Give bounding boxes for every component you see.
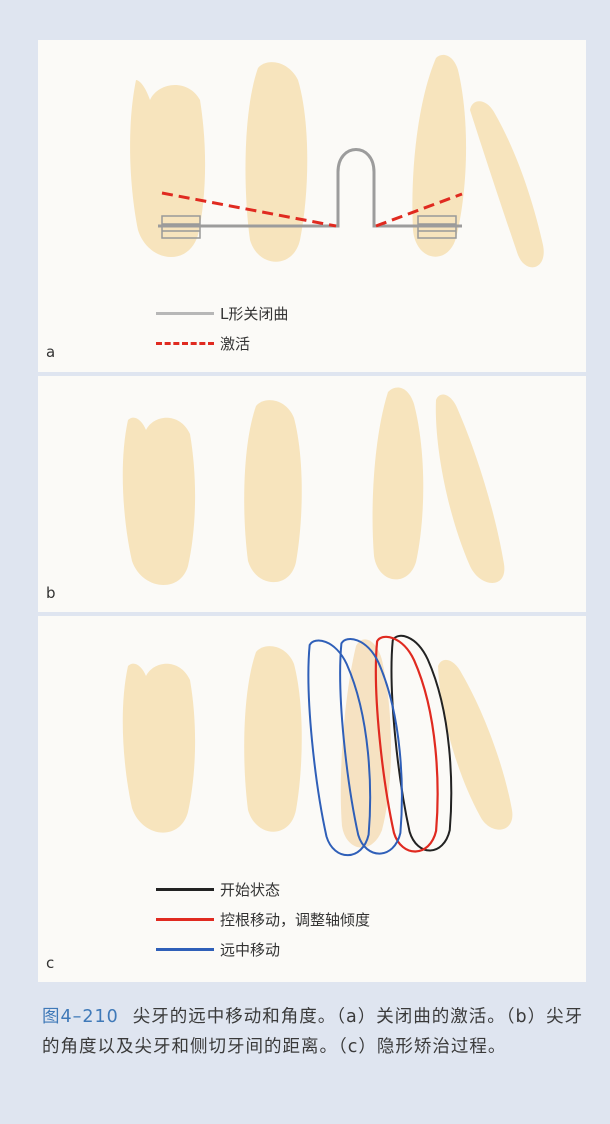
legend-label-l-loop: L形关闭曲 (220, 303, 288, 324)
tooth-lateral-incisor (436, 395, 505, 583)
legend-label-activation: 激活 (220, 333, 250, 354)
tooth-premolar-1 (123, 664, 195, 833)
legend-swatch-activation (156, 342, 214, 345)
legend-label-distal: 远中移动 (220, 939, 280, 960)
legend-item-l-loop: L形关闭曲 (156, 303, 288, 324)
panel-c: 开始状态 控根移动，调整轴倾度 远中移动 c (38, 616, 586, 982)
legend-item-start: 开始状态 (156, 879, 280, 900)
legend-item-activation: 激活 (156, 333, 250, 354)
caption-text: 尖牙的远中移动和角度。（a）关闭曲的激活。（b）尖牙的角度以及尖牙和侧切牙间的距… (42, 1007, 583, 1057)
panel-a-label: a (46, 343, 55, 361)
legend-item-distal: 远中移动 (156, 939, 280, 960)
figure-number: 图4–210 (42, 1007, 119, 1027)
legend-swatch-start (156, 888, 214, 891)
legend-swatch-root-control (156, 918, 214, 921)
panel-b-illustration (38, 376, 586, 612)
panel-b: b (38, 376, 586, 612)
tooth-premolar-1 (123, 418, 195, 585)
legend-label-root-control: 控根移动，调整轴倾度 (220, 909, 370, 930)
panel-a: L形关闭曲 激活 a (38, 40, 586, 372)
tooth-premolar-2 (244, 646, 302, 832)
panel-b-label: b (46, 584, 56, 602)
tooth-premolar-2 (245, 62, 307, 262)
panel-c-label: c (46, 954, 54, 972)
panel-a-illustration (38, 40, 586, 372)
legend-swatch-distal (156, 948, 214, 951)
tooth-premolar-2 (244, 400, 302, 582)
legend-swatch-l-loop (156, 312, 214, 315)
tooth-lateral-incisor (470, 101, 544, 267)
legend-item-root-control: 控根移动，调整轴倾度 (156, 909, 370, 930)
tooth-canine-shadow (341, 639, 391, 847)
tooth-canine (373, 388, 424, 580)
legend-label-start: 开始状态 (220, 879, 280, 900)
